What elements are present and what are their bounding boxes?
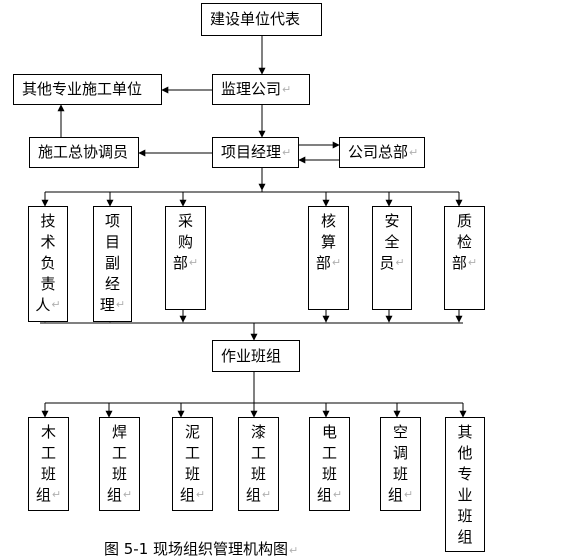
team-label-char: 组↵: [316, 486, 343, 504]
dept-label-char: 经: [104, 275, 120, 293]
dept-label-char: 安: [384, 212, 400, 230]
paragraph-mark-icon: ↵: [331, 256, 342, 269]
dept-label-char: 目: [104, 233, 120, 251]
dept-label-char: 负: [40, 254, 56, 272]
team-electrical-box: 电 工 班 组↵: [309, 417, 350, 511]
dept-label-char: 购: [177, 233, 193, 251]
figure-caption-text: 图 5-1 现场组织管理机构图: [104, 540, 289, 557]
dept-label-char: 采: [177, 212, 193, 230]
dept-label-char: 项: [104, 212, 120, 230]
dept-technical-lead-box: 技 术 负 责 人↵: [28, 206, 68, 322]
team-label-char: 组↵: [179, 486, 206, 504]
head-office-label: 公司总部: [348, 143, 409, 161]
paragraph-mark-icon: ↵: [115, 298, 126, 311]
dept-label-char: 检: [456, 233, 472, 251]
team-label-char: 调: [392, 444, 408, 462]
dept-label-char: 术: [40, 233, 56, 251]
team-label-char: 木: [40, 423, 56, 441]
team-label-char: 工: [321, 444, 337, 462]
paragraph-mark-icon: ↵: [122, 488, 133, 501]
team-other-specialty-box: 其 他 专 业 班 组: [445, 417, 485, 552]
dept-label-char: 技: [40, 212, 56, 230]
dept-label-char: 全: [384, 233, 400, 251]
owner-representative-box: 建设单位代表: [201, 3, 322, 36]
dept-label-char: 员↵: [379, 254, 405, 272]
owner-representative-label: 建设单位代表: [210, 10, 301, 28]
paragraph-mark-icon: ↵: [282, 83, 292, 96]
team-label-char: 班: [457, 507, 473, 525]
team-label-char: 焊: [111, 423, 127, 441]
team-hvac-box: 空 调 班 组↵: [380, 417, 421, 511]
team-label-char: 班: [250, 465, 266, 483]
project-manager-label: 项目经理: [221, 143, 282, 161]
team-label-char: 工: [250, 444, 266, 462]
team-label-char: 组↵: [245, 486, 272, 504]
work-team-box: 作业班组: [212, 340, 300, 372]
team-label-char: 组↵: [106, 486, 133, 504]
paragraph-mark-icon: ↵: [395, 256, 405, 269]
paragraph-mark-icon: ↵: [195, 488, 206, 501]
team-carpentry-box: 木 工 班 组↵: [28, 417, 69, 511]
paragraph-mark-icon: ↵: [289, 544, 299, 557]
dept-safety-officer-box: 安 全 员↵: [372, 206, 412, 310]
team-label-char: 工: [184, 444, 200, 462]
figure-caption: 图 5-1 现场组织管理机构图↵: [104, 542, 298, 557]
dept-label-char: 人↵: [35, 296, 61, 314]
paragraph-mark-icon: ↵: [282, 146, 292, 159]
team-label-char: 泥: [184, 423, 200, 441]
team-label-char: 漆: [250, 423, 266, 441]
team-label-char: 其: [457, 423, 473, 441]
team-label-char: 专: [457, 465, 473, 483]
team-label-char: 业: [457, 486, 473, 504]
dept-label-char: 核: [320, 212, 336, 230]
dept-accounting-box: 核 算 部↵: [308, 206, 349, 310]
dept-deputy-manager-box: 项 目 副 经 理↵: [93, 206, 132, 322]
dept-label-char: 部↵: [451, 254, 478, 272]
paragraph-mark-icon: ↵: [403, 488, 414, 501]
supervisor-company-label: 监理公司: [221, 80, 282, 98]
supervisor-company-box: 监理公司↵: [212, 74, 310, 105]
team-welding-box: 焊 工 班 组↵: [99, 417, 140, 511]
team-label-char: 班: [40, 465, 56, 483]
team-label-char: 空: [392, 423, 408, 441]
paragraph-mark-icon: ↵: [332, 488, 343, 501]
team-label-char: 他: [457, 444, 473, 462]
dept-label-char: 责: [40, 275, 56, 293]
team-label-char: 组↵: [387, 486, 414, 504]
dept-label-char: 副: [104, 254, 120, 272]
dept-label-char: 理↵: [99, 296, 126, 314]
paragraph-mark-icon: ↵: [261, 488, 272, 501]
work-team-label: 作业班组: [221, 346, 282, 365]
paragraph-mark-icon: ↵: [51, 298, 61, 311]
dept-label-char: 部↵: [172, 254, 199, 272]
coordinator-label: 施工总协调员: [38, 143, 129, 161]
paragraph-mark-icon: ↵: [467, 256, 478, 269]
project-manager-box: 项目经理↵: [212, 137, 299, 168]
team-label-char: 电: [321, 423, 337, 441]
dept-procurement-box: 采 购 部↵: [165, 206, 206, 310]
team-label-char: 班: [392, 465, 408, 483]
team-label-char: 工: [40, 444, 56, 462]
team-label-char: 班: [184, 465, 200, 483]
team-masonry-box: 泥 工 班 组↵: [172, 417, 213, 511]
dept-quality-inspection-box: 质 检 部↵: [444, 206, 485, 310]
team-label-char: 工: [111, 444, 127, 462]
team-label-char: 组: [457, 528, 473, 546]
team-label-char: 班: [111, 465, 127, 483]
dept-label-char: 质: [456, 212, 472, 230]
head-office-box: 公司总部↵: [339, 137, 425, 168]
coordinator-box: 施工总协调员: [29, 137, 139, 168]
paragraph-mark-icon: ↵: [409, 146, 419, 159]
dept-label-char: 部↵: [315, 254, 342, 272]
team-painting-box: 漆 工 班 组↵: [238, 417, 279, 511]
dept-label-char: 算: [320, 233, 336, 251]
other-contractors-label: 其他专业施工单位: [22, 80, 143, 98]
paragraph-mark-icon: ↵: [51, 488, 62, 501]
paragraph-mark-icon: ↵: [188, 256, 199, 269]
team-label-char: 组↵: [35, 486, 62, 504]
other-contractors-box: 其他专业施工单位: [13, 74, 162, 105]
team-label-char: 班: [321, 465, 337, 483]
